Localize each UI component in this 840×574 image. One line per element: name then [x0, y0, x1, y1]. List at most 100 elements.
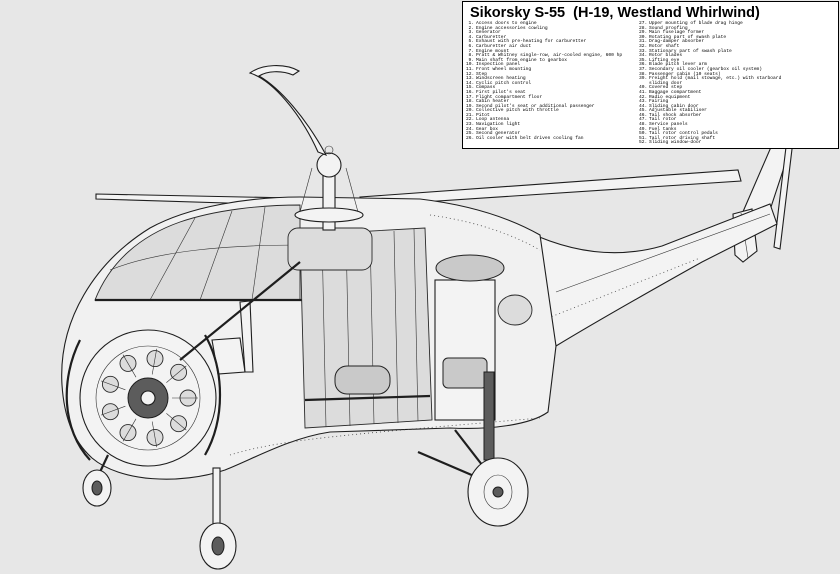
legend-item-text: Fairing — [649, 99, 669, 105]
legend-item-number: 15. — [466, 85, 475, 91]
legend-item: 10.Inspection panel — [466, 63, 638, 68]
legend-item-number: 17. — [466, 94, 475, 100]
main-wheel-hub — [492, 486, 504, 498]
legend-item-number: 42. — [639, 94, 648, 100]
engine-cylinder-rib — [166, 365, 187, 383]
legend-item: 42.Radio equipment — [639, 94, 835, 101]
legend-item: 33.Stationary part of swash plate — [639, 48, 835, 55]
legend-item-text: Stationary part of swash plate — [649, 48, 732, 54]
legend-item: 28.Sound proofing — [639, 26, 835, 32]
legend-item-text: Main fuselage former — [649, 30, 705, 36]
rotor-blade-upper — [248, 65, 328, 157]
legend-item-text: Access doors to engine — [476, 21, 537, 26]
legend-item-number: 6. — [468, 43, 474, 49]
main-gearbox — [287, 227, 373, 271]
legend-item-number: 46. — [639, 112, 648, 118]
legend-item: 51.Tail rotor driving shaft — [639, 135, 835, 142]
legend-item-number: 13. — [466, 76, 475, 82]
legend-item: 30.Rotating part of swash plate — [639, 35, 835, 41]
legend-item: 38.Passenger cabin (10 seats) — [639, 71, 835, 78]
legend-item-number: 39. — [639, 76, 648, 82]
legend-item: 29.Main fuselage former — [639, 31, 835, 36]
blade-pitch-lever-arm — [345, 167, 359, 213]
legend-item: 20.Collective pitch with throttle — [466, 109, 638, 114]
legend-item-number: 8. — [468, 53, 474, 59]
legend-item-text: Tail shock absorber — [649, 112, 702, 118]
legend-item-text: Radio equipment — [649, 94, 691, 100]
legend-item-text: Freight hold (mail stowage, etc.) with s… — [649, 76, 782, 86]
legend-item-number: 51. — [639, 135, 648, 141]
legend-item: 43.Fairing — [639, 99, 835, 105]
legend-item-number: 25. — [466, 131, 475, 137]
canopy-frame — [149, 217, 196, 301]
legend-item: 11.Front wheel mounting — [466, 67, 638, 73]
door-window — [442, 357, 488, 389]
legend-item: 27.Upper mounting of blade drag hinge — [639, 21, 835, 27]
legend-item-text: Tail rotor driving shaft — [649, 135, 716, 141]
pilot-seat-back — [239, 300, 254, 373]
nose-wheel-hub — [91, 480, 103, 496]
legend-item-number: 36. — [639, 62, 648, 68]
legend-item-number: 27. — [639, 21, 648, 26]
legend-item-text: Carburetter — [476, 34, 507, 40]
porthole — [497, 294, 533, 326]
legend-item: 14.Cyclic pitch control — [466, 81, 638, 87]
legend-item-text: Second generator — [476, 131, 521, 137]
legend-item-text: Exhaust with pre-heating for carburetter — [476, 39, 587, 45]
legend-item-number: 44. — [639, 103, 648, 109]
legend-item-text: Generator — [476, 30, 501, 36]
legend-item: 9.Main shaft from engine to gearbox — [466, 57, 638, 64]
legend-item-number: 7. — [468, 48, 474, 54]
canopy-frame — [199, 210, 233, 301]
legend-item-text: Upper mounting of blade drag hinge — [649, 21, 743, 26]
legend-item: 16.First pilot's seat — [466, 90, 638, 96]
legend-item-number: 26. — [466, 135, 475, 141]
legend-item: 37.Secondary oil cooler (gearbox oil sys… — [639, 67, 835, 73]
legend-item: 3.Generator — [466, 31, 638, 36]
legend-item-number: 29. — [639, 30, 648, 36]
legend-item-text: Blade pitch lever arm — [649, 62, 707, 68]
legend-item: 31.Drag-damper absorber — [639, 40, 835, 45]
legend-item-number: 12. — [466, 71, 475, 77]
legend-item-text: Gear box — [476, 126, 499, 132]
lifting-eye — [324, 145, 334, 155]
cabin-frame — [393, 230, 399, 424]
legend-item: 25.Second generator — [466, 132, 638, 137]
legend-item: 44.Sliding cabin door — [639, 103, 835, 110]
engine-cylinder-rib — [100, 405, 126, 416]
oval-window — [435, 254, 505, 282]
main-gear-strut — [454, 429, 487, 471]
nose-gear-strut — [212, 467, 221, 527]
legend-item: 41.Baggage compartment — [639, 89, 835, 96]
legend-item-number: 34. — [639, 53, 648, 59]
main-gear-shock-absorber — [483, 371, 495, 461]
legend-item: 7.Engine mount — [466, 48, 638, 55]
cabin-floor — [304, 394, 431, 402]
main-wheel-rim — [483, 474, 513, 510]
nose-gear-strut — [99, 454, 109, 473]
legend-item-text: Passenger cabin (10 seats) — [649, 71, 721, 77]
legend-item-number: 47. — [639, 117, 648, 123]
legend-item-number: 40. — [639, 85, 648, 91]
legend-item: 22.Loop antenna — [466, 118, 638, 123]
legend-item-number: 43. — [639, 99, 648, 105]
legend-item-text: Pratt & Whitney single-row, air-cooled e… — [476, 53, 623, 59]
engine-cylinder-rib — [122, 418, 137, 442]
legend-item: 34.Rotor blades — [639, 54, 835, 59]
legend-item-number: 50. — [639, 131, 648, 137]
legend-item-number: 10. — [466, 62, 475, 68]
legend-item-number: 41. — [639, 89, 648, 95]
legend-item-number: 21. — [466, 112, 475, 118]
legend-item-number: 9. — [468, 57, 474, 63]
legend-box: Sikorsky S-55 (H-19, Westland Whirlwind)… — [462, 1, 839, 149]
legend-item: 26.Oil cooler with belt driven cooling f… — [466, 135, 638, 142]
legend-item-text: Collective pitch with throttle — [476, 108, 559, 114]
tail-rotor-driving-shaft — [555, 213, 771, 293]
legend-item-text: Engine mount — [476, 48, 510, 54]
legend-item-text: Covered step — [649, 85, 683, 91]
legend-item-number: 4. — [468, 34, 474, 40]
legend-item: 48.Service panels — [639, 122, 835, 128]
engine-ring — [95, 345, 201, 451]
